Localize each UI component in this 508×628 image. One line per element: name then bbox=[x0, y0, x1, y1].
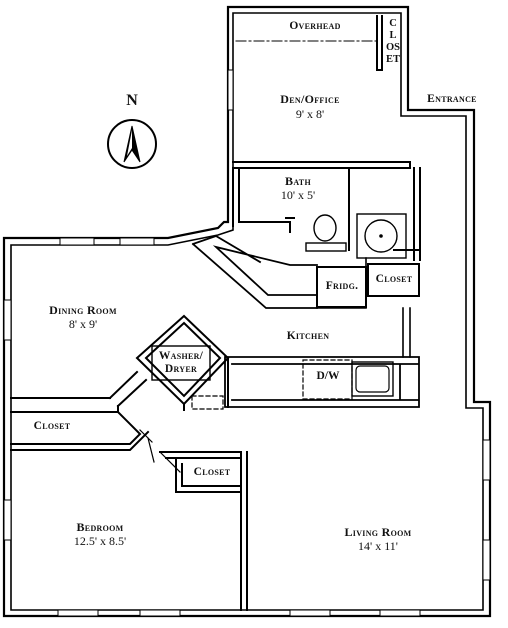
bath-sink-basin bbox=[364, 219, 398, 253]
bath-name: Bath bbox=[285, 174, 311, 188]
kitchen-closet-label: Closet bbox=[375, 273, 413, 285]
hall-closet-walls bbox=[10, 411, 150, 451]
dishwasher-label: D/W bbox=[316, 370, 340, 382]
bath-dims: 10' x 5' bbox=[280, 188, 316, 202]
washer-dryer-label-2: Dryer bbox=[164, 363, 198, 375]
toilet-tank bbox=[305, 242, 347, 252]
entrance-label: Entrance bbox=[427, 93, 477, 105]
compass-label: N bbox=[126, 92, 138, 109]
kitchen-sink bbox=[351, 361, 394, 397]
washer-dryer-label-1: Washer/ bbox=[158, 350, 204, 362]
bath-walls bbox=[232, 167, 421, 261]
den-office-name: Den/Office bbox=[280, 92, 340, 106]
bedroom-closet-walls bbox=[159, 451, 242, 493]
kitchen-lower-counter bbox=[224, 356, 420, 408]
bath-sink-counter bbox=[356, 213, 407, 259]
bedroom-dims: 12.5' x 8.5' bbox=[73, 534, 127, 548]
bedroom-closet-label: Closet bbox=[193, 466, 231, 478]
windows bbox=[3, 69, 491, 617]
outer-wall-interior bbox=[10, 12, 484, 611]
den-office-dims: 9' x 8' bbox=[295, 107, 325, 121]
kitchen-label: Kitchen bbox=[286, 330, 330, 342]
den-closet-label: CLOSET bbox=[386, 18, 401, 65]
compass-icon bbox=[107, 119, 157, 169]
den-south-wall bbox=[232, 161, 411, 169]
dining-room-dims: 8' x 9' bbox=[68, 317, 98, 331]
dining-room-name: Dining Room bbox=[49, 303, 117, 317]
living-room-dims: 14' x 11' bbox=[358, 539, 398, 553]
outer-wall-exterior bbox=[2, 5, 492, 618]
hall-closet-label: Closet bbox=[33, 420, 71, 432]
kitchen-closet-box bbox=[367, 263, 420, 297]
living-room-name: Living Room bbox=[344, 525, 412, 539]
overhead-label: Overhead bbox=[289, 20, 341, 32]
washer-dryer-box bbox=[151, 345, 211, 381]
toilet-bowl bbox=[313, 214, 337, 242]
dishwasher-outline bbox=[302, 359, 353, 400]
bedroom-living-wall bbox=[175, 451, 248, 611]
hall-walls bbox=[10, 357, 229, 413]
bedroom-name: Bedroom bbox=[76, 520, 124, 534]
kitchen-upper-counter bbox=[191, 235, 318, 309]
fridge-label: Fridg. bbox=[325, 280, 359, 292]
den-closet-wall bbox=[376, 15, 383, 71]
